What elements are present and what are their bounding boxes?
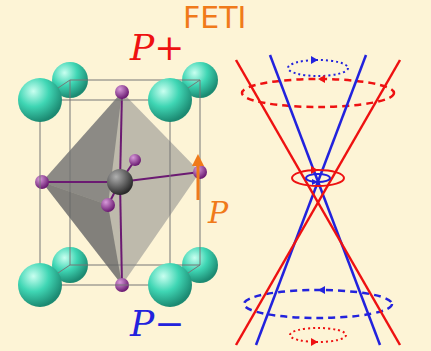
dirac-cones — [236, 55, 400, 346]
cube-front — [18, 78, 200, 307]
polarization-plus: P+ — [130, 30, 184, 66]
polarization-label: P — [208, 198, 228, 228]
polarization-arrow — [197, 160, 200, 200]
title: FETI — [183, 3, 246, 33]
polarization-minus: P− — [130, 306, 184, 342]
